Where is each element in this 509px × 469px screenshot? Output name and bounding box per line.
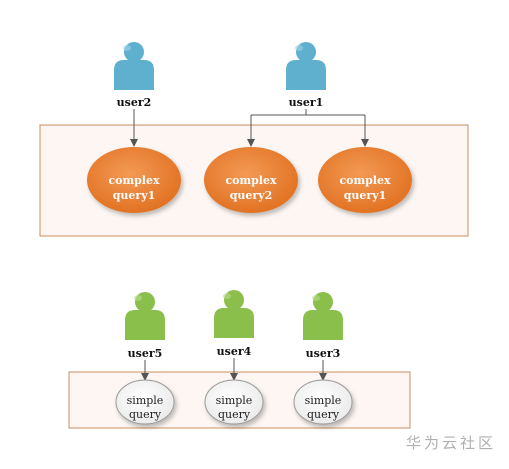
user-icon bbox=[125, 292, 165, 340]
query-label-line1: complex bbox=[108, 174, 160, 187]
user-icon bbox=[114, 42, 154, 90]
query-label-line2: query bbox=[218, 408, 251, 421]
user-icon bbox=[214, 290, 254, 338]
query-label-line1: simple bbox=[305, 394, 342, 407]
complex-query-node bbox=[204, 147, 298, 213]
simple-query-node bbox=[204, 379, 264, 425]
user-label: user3 bbox=[306, 347, 341, 360]
user-icon bbox=[286, 42, 326, 90]
user-label: user4 bbox=[217, 345, 252, 358]
query-label-line1: complex bbox=[225, 174, 277, 187]
query-label-line2: query1 bbox=[344, 189, 387, 202]
watermark: 华为云社区 bbox=[406, 434, 496, 452]
user-label: user1 bbox=[289, 96, 324, 109]
query-label-line2: query bbox=[129, 408, 162, 421]
user-label: user2 bbox=[117, 96, 152, 109]
query-label-line2: query2 bbox=[230, 189, 273, 202]
query-label-line1: simple bbox=[216, 394, 253, 407]
user-label: user5 bbox=[128, 347, 163, 360]
query-label-line2: query bbox=[307, 408, 340, 421]
complex-query-node bbox=[318, 147, 412, 213]
simple-query-node bbox=[115, 379, 175, 425]
complex-query-node bbox=[87, 147, 181, 213]
query-label-line1: complex bbox=[339, 174, 391, 187]
user-icon bbox=[303, 292, 343, 340]
query-label-line2: query1 bbox=[113, 189, 156, 202]
query-label-line1: simple bbox=[127, 394, 164, 407]
simple-query-node bbox=[293, 379, 353, 425]
